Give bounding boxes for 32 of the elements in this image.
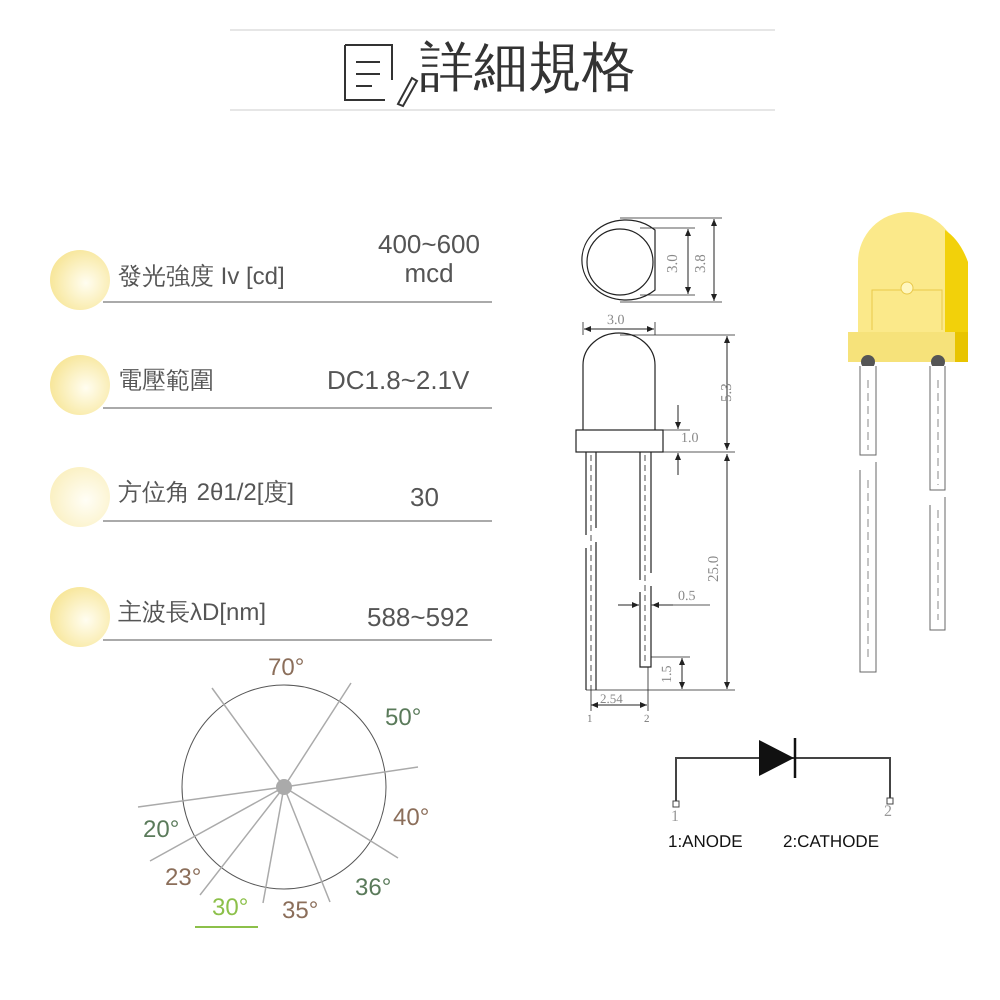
dimension-label: 1.0	[681, 431, 698, 446]
spec-name: 電壓範圍	[118, 368, 214, 394]
dimension-label: 3.0	[607, 313, 624, 328]
dimension-label: 5.3	[719, 383, 736, 402]
dimension-label: 3.8	[693, 254, 710, 273]
page-title: 詳細規格	[420, 38, 636, 98]
spec-name: 主波長λD[nm]	[118, 600, 266, 626]
pin-number: 2	[644, 713, 650, 726]
spec-value: 588~592	[367, 603, 469, 632]
pin-label: 2:CATHODE	[783, 833, 880, 852]
angle-label: 23°	[165, 865, 202, 892]
dimension-label: 2.54	[600, 692, 623, 706]
angle-label: 40°	[393, 805, 430, 832]
angle-label: 50°	[385, 705, 422, 732]
pin-number: 2	[884, 803, 892, 821]
angle-label: 36°	[355, 875, 392, 902]
pin-number: 1	[587, 713, 592, 726]
angle-label: 30°	[212, 895, 248, 922]
spec-value: 400~600 mcd	[377, 230, 481, 288]
dimension-label: 1.5	[660, 666, 676, 683]
spec-value: 30	[410, 483, 439, 512]
spec-name: 方位角 2θ1/2[度]	[118, 480, 294, 506]
angle-label: 70°	[268, 655, 304, 682]
pin-label: 1:ANODE	[668, 833, 743, 852]
spec-name: 發光強度 Iv [cd]	[118, 264, 285, 290]
spec-value: DC1.8~2.1V	[327, 366, 470, 395]
angle-label: 35°	[282, 898, 318, 924]
angle-label: 20°	[143, 817, 180, 844]
dimension-label: 3.0	[665, 254, 682, 273]
pin-number: 1	[671, 808, 679, 826]
dimension-label: 25.0	[706, 556, 722, 582]
dimension-label: 0.5	[678, 589, 696, 604]
